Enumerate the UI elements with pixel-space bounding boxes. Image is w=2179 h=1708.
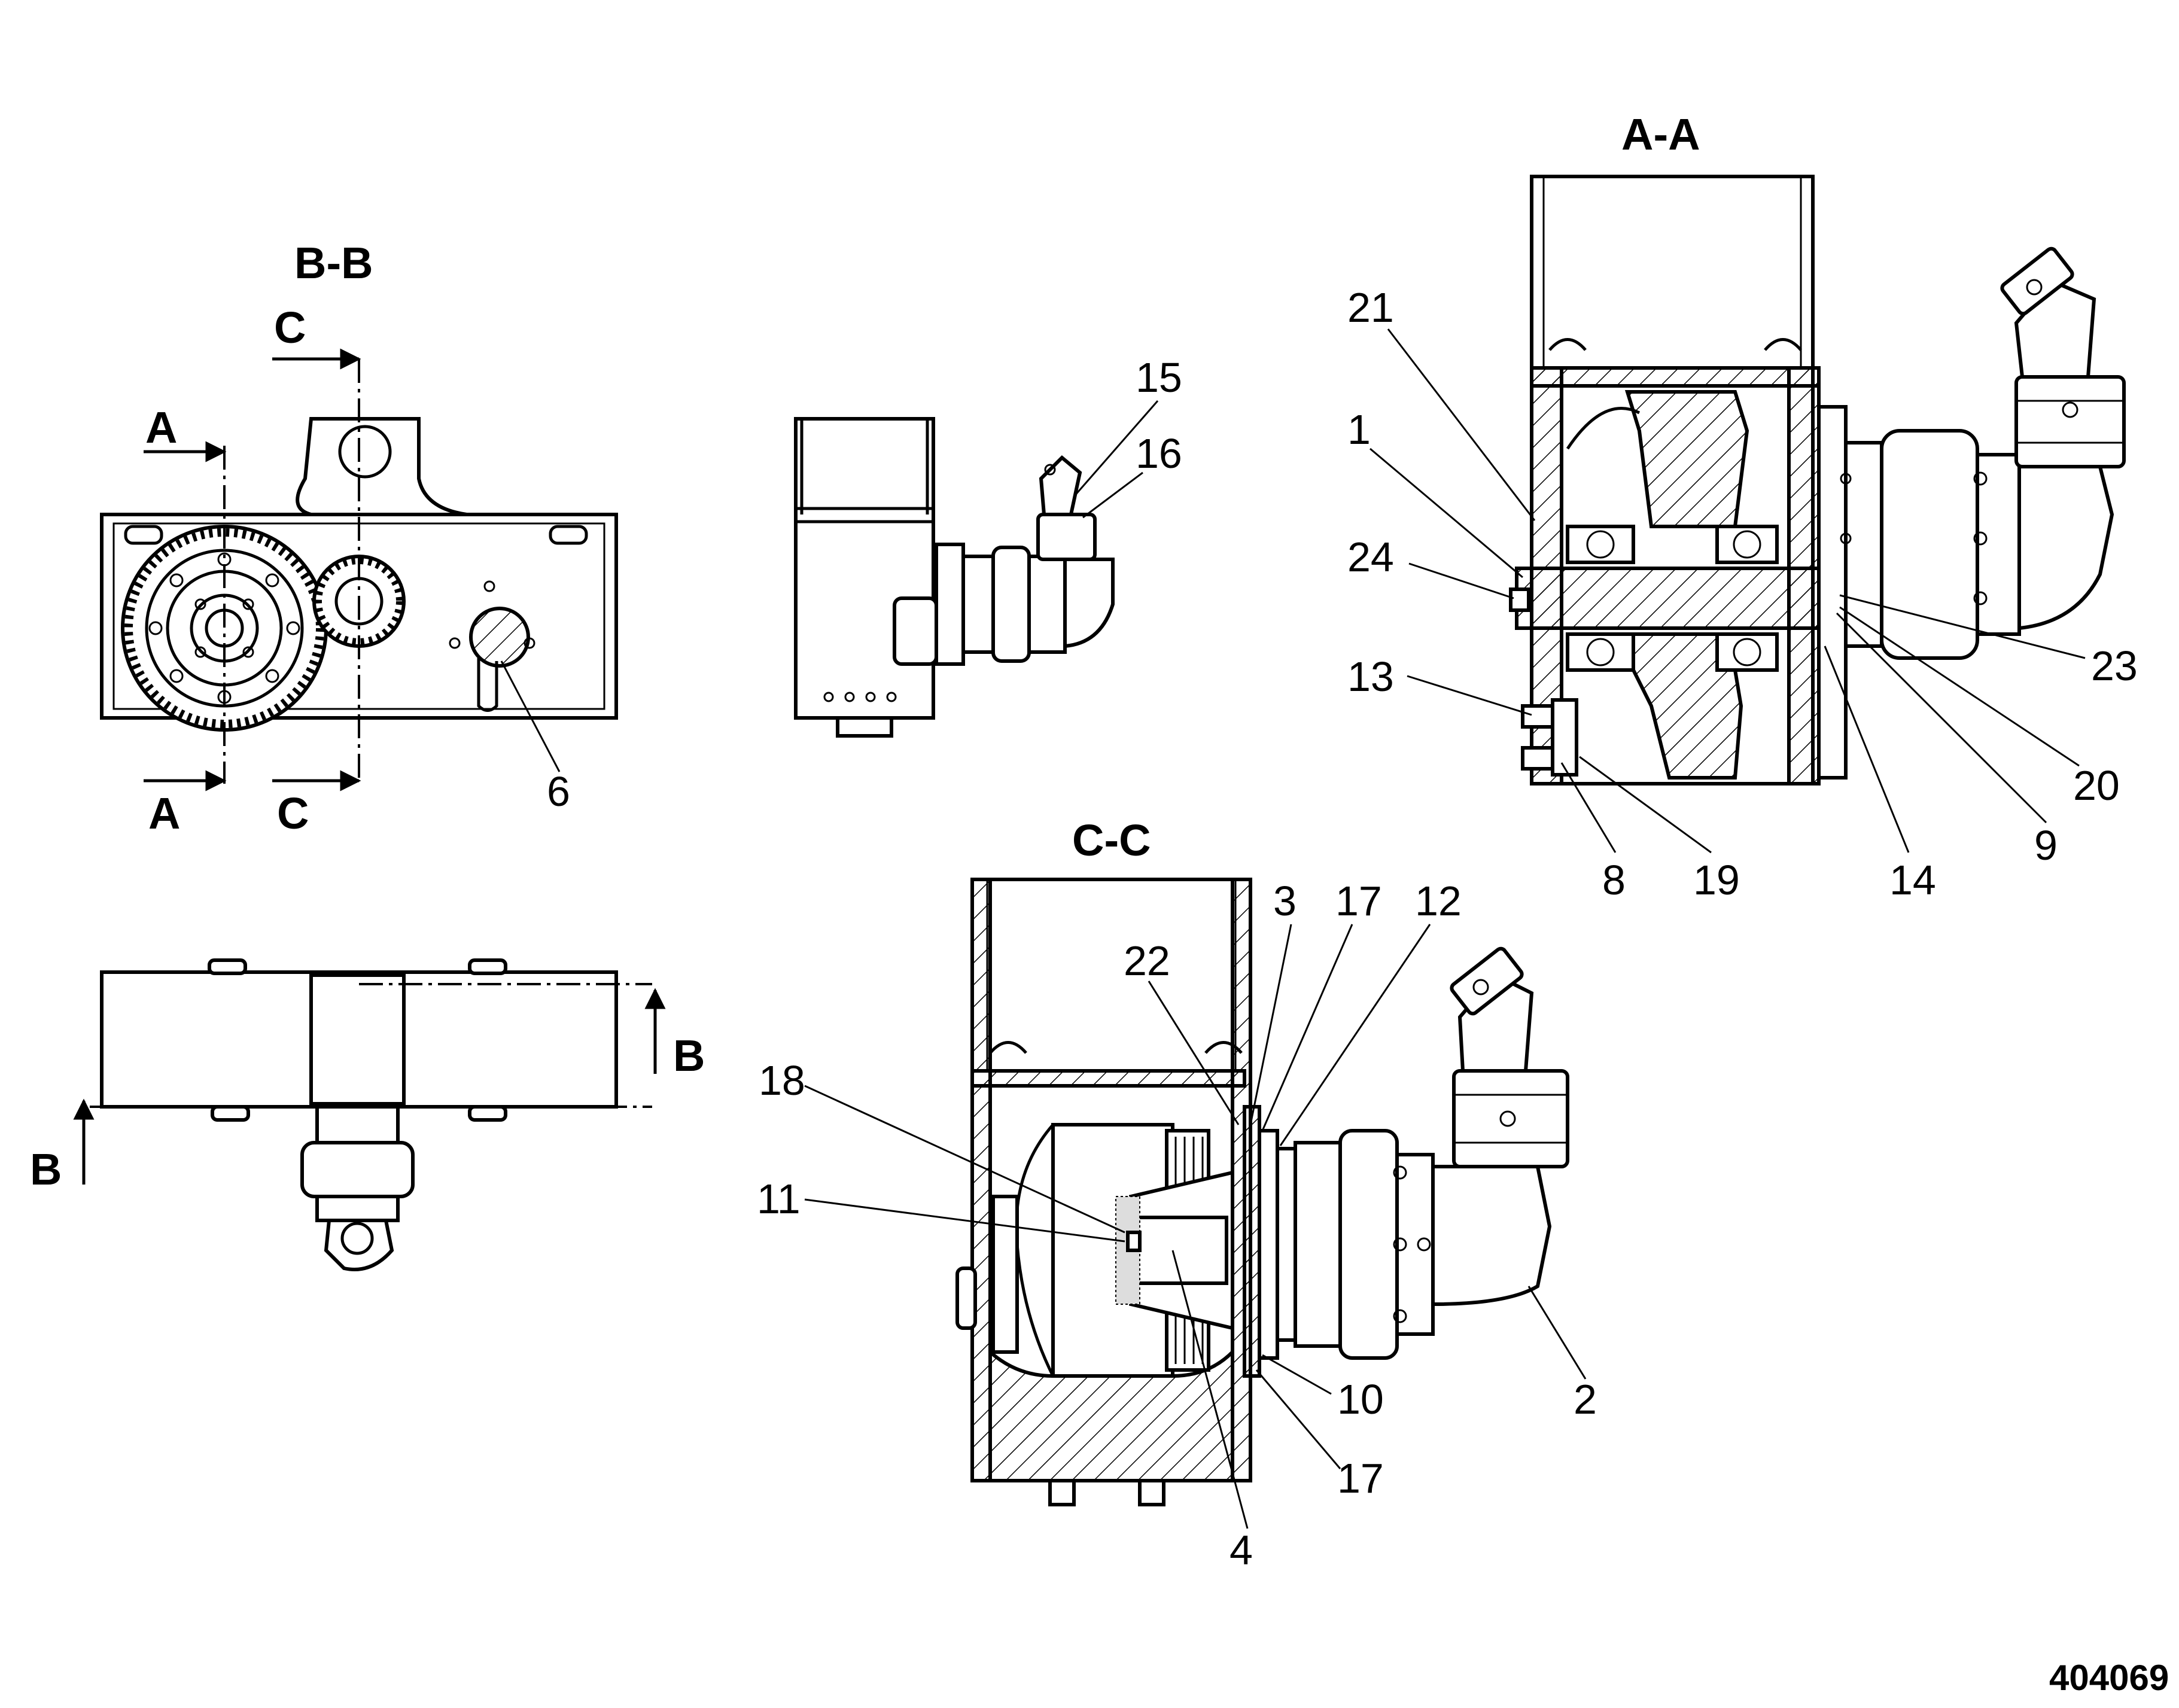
callout-19: 19 (1693, 857, 1740, 903)
motor-cc (1431, 1165, 1552, 1307)
motor-bottom (324, 1219, 394, 1271)
callout-18: 18 (759, 1057, 805, 1104)
callout-24: 24 (1347, 534, 1394, 580)
callout-13: 13 (1347, 653, 1394, 700)
callout-23: 23 (2091, 643, 2138, 689)
callout-15: 15 (1136, 354, 1182, 401)
motor-aa (2017, 465, 2114, 631)
marker-a-top: A (145, 403, 177, 452)
view-section-cc (955, 878, 1569, 1506)
gearbox-aa (1880, 429, 1979, 660)
callout-4: 4 (1230, 1527, 1253, 1573)
document-number: 404069 (2049, 1658, 2169, 1698)
section-title-cc: C-C (1072, 815, 1151, 865)
callout-9: 9 (2034, 822, 2058, 869)
marker-b-right: B (673, 1031, 705, 1080)
callout-17-top: 17 (1335, 878, 1382, 924)
shaft-6 (469, 607, 530, 668)
callout-1: 1 (1347, 406, 1371, 453)
main-shaft (1515, 567, 1830, 630)
section-title-aa: A-A (1621, 109, 1700, 159)
callout-22: 22 (1124, 937, 1170, 984)
leader-lines-cc (804, 924, 1587, 1529)
callout-20: 20 (2073, 762, 2120, 809)
view-side (794, 417, 1115, 738)
callout-16: 16 (1136, 430, 1182, 477)
marker-c-bottom: C (277, 788, 309, 838)
ear-hole (338, 425, 392, 479)
callout-10: 10 (1337, 1376, 1384, 1423)
callout-3: 3 (1273, 878, 1297, 924)
gearbox-cc (1338, 1129, 1399, 1360)
callout-11: 11 (757, 1176, 801, 1222)
view-bottom (73, 958, 666, 1271)
callout-8: 8 (1602, 857, 1626, 903)
frame-side (794, 417, 935, 720)
leader-lines-aa (1370, 328, 2086, 854)
callout-21: 21 (1347, 284, 1394, 331)
callout-12: 12 (1415, 878, 1462, 924)
marker-b-bottom: B (30, 1144, 62, 1194)
callout-17-bottom: 17 (1337, 1455, 1384, 1502)
view-section-bb (100, 348, 618, 791)
callout-2: 2 (1574, 1376, 1597, 1423)
gearbox-bottom (300, 1141, 415, 1198)
marker-a-bottom: A (148, 788, 180, 838)
view-section-aa (1509, 175, 2126, 786)
marker-c-top: C (274, 303, 306, 352)
callout-14: 14 (1889, 857, 1936, 903)
motor-side (1063, 558, 1115, 649)
callout-6: 6 (547, 768, 570, 815)
section-title-bb: B-B (294, 238, 373, 288)
